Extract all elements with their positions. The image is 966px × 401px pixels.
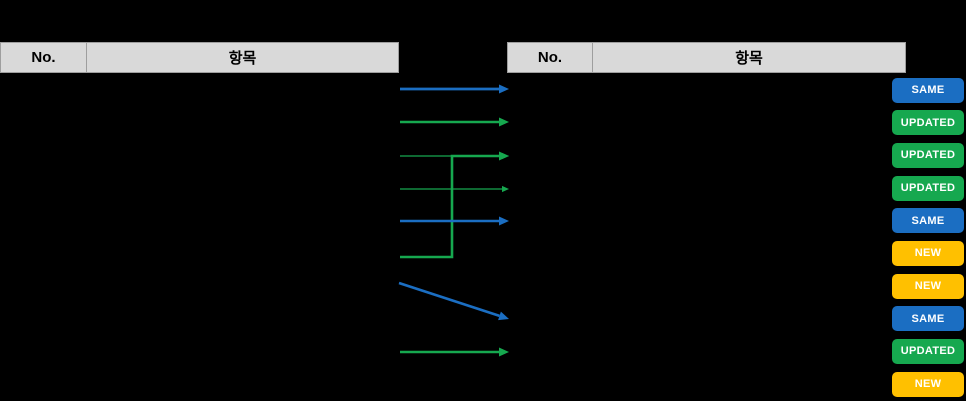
connector-arrowhead-icon [499, 151, 509, 161]
status-badge-new-row10: NEW [892, 371, 964, 397]
connector-arrowhead-icon [499, 216, 509, 226]
status-badge-updated-row3: UPDATED [892, 142, 964, 168]
connector-arrowhead-icon [499, 84, 509, 94]
connector-arrow-elbow-row6-to-row3 [400, 154, 499, 259]
left-column-header-no: No. [31, 49, 56, 66]
connector-arrowhead-icon [499, 117, 509, 127]
status-badge-updated-row9: UPDATED [892, 338, 964, 364]
status-badge-updated-row2: UPDATED [892, 110, 964, 136]
right-table-header: No. 항목 [507, 42, 906, 73]
status-badge-updated-row4: UPDATED [892, 175, 964, 201]
status-badge-same-row8: SAME [892, 306, 964, 332]
connector-arrowhead-icon [502, 185, 509, 193]
status-badge-new-row7: NEW [892, 273, 964, 299]
right-column-header-item: 항목 [592, 43, 905, 72]
connector-arrow-diagonal-row7-to-row8 [398, 281, 500, 318]
connector-arrowhead-icon [498, 311, 509, 321]
connector-arrowhead-icon [499, 347, 509, 357]
left-column-header-item: 항목 [86, 43, 398, 72]
left-table-header: No. 항목 [0, 42, 399, 73]
status-badge-same-row5: SAME [892, 208, 964, 234]
right-column-header-no: No. [537, 49, 563, 66]
status-badge-new-row6: NEW [892, 240, 964, 266]
status-badge-same-row1: SAME [892, 77, 964, 103]
